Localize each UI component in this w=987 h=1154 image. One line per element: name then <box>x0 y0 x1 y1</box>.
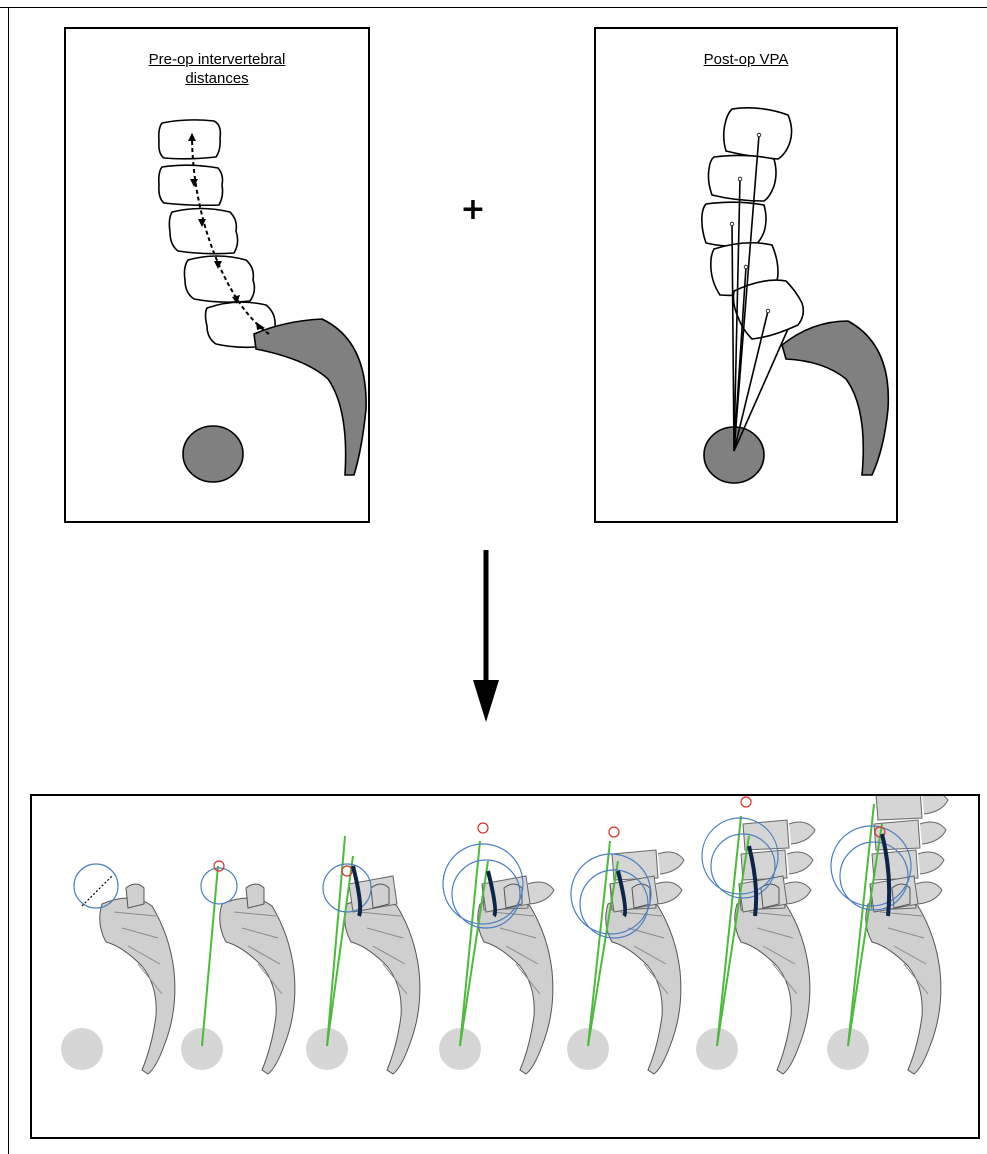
pre-op-spine-drawing <box>66 29 372 525</box>
spinous-process <box>656 882 682 904</box>
down-arrow <box>470 550 502 725</box>
vpa-green-line <box>460 861 488 1046</box>
steps-drawing <box>32 796 978 1137</box>
step-6 <box>696 797 815 1074</box>
facet <box>126 884 144 908</box>
femoral-head <box>61 1028 103 1070</box>
spinous-process <box>785 882 811 904</box>
frame-left-line <box>8 7 9 1154</box>
sacrum <box>100 898 175 1074</box>
step-2 <box>181 861 295 1074</box>
femoral-head <box>827 1028 869 1070</box>
lumbar-vertebrae <box>159 120 277 347</box>
sacrum <box>220 898 295 1074</box>
femoral-head-circle <box>183 426 243 482</box>
spinous-process <box>787 852 813 874</box>
spinous-process <box>920 822 946 844</box>
sacrum-shape <box>254 319 366 475</box>
vpa-green-line <box>460 841 480 1046</box>
step-3 <box>306 836 420 1074</box>
sacrum <box>478 898 553 1074</box>
facet <box>246 884 264 908</box>
sacrum <box>866 898 941 1074</box>
vertebra-L2 <box>159 165 223 205</box>
step-1 <box>61 864 175 1074</box>
step-4 <box>439 823 554 1074</box>
spinous-process <box>658 852 684 874</box>
sacrum <box>735 898 810 1074</box>
red-marker <box>214 861 224 871</box>
vertebra-L2-post <box>708 155 776 201</box>
post-op-spine-drawing <box>596 29 900 525</box>
femoral-head <box>181 1028 223 1070</box>
vpa-green-line <box>588 861 618 1046</box>
spinous-process <box>916 882 942 904</box>
pre-op-panel: Pre-op intervertebral distances <box>64 27 370 523</box>
post-op-vpa-panel: Post-op VPA <box>594 27 898 523</box>
femoral-head <box>567 1028 609 1070</box>
step-7 <box>827 796 948 1074</box>
sacrum-shape-post <box>782 321 888 475</box>
vertebra-L3 <box>169 209 237 254</box>
sacrum <box>345 898 420 1074</box>
vpa-green-line <box>588 841 610 1046</box>
red-marker <box>609 827 619 837</box>
lumbar-vertebra <box>876 796 922 820</box>
spinous-process <box>528 882 554 904</box>
plus-operator: + <box>458 190 488 230</box>
frame-top-line <box>0 7 987 8</box>
simulation-steps-strip <box>30 794 980 1139</box>
lumbar-vertebra <box>741 850 787 880</box>
femoral-head <box>696 1028 738 1070</box>
vpa-green-line <box>202 866 218 1046</box>
red-marker <box>741 797 751 807</box>
spinous-process <box>922 796 948 814</box>
distance-circle <box>74 864 118 908</box>
facet <box>371 884 389 908</box>
sacrum <box>606 898 681 1074</box>
distance-circle <box>201 868 237 904</box>
red-marker <box>478 823 488 833</box>
spinous-process <box>918 852 944 874</box>
spinous-process <box>789 822 815 844</box>
step-5 <box>567 827 684 1074</box>
femoral-head <box>439 1028 481 1070</box>
facet <box>761 884 779 908</box>
